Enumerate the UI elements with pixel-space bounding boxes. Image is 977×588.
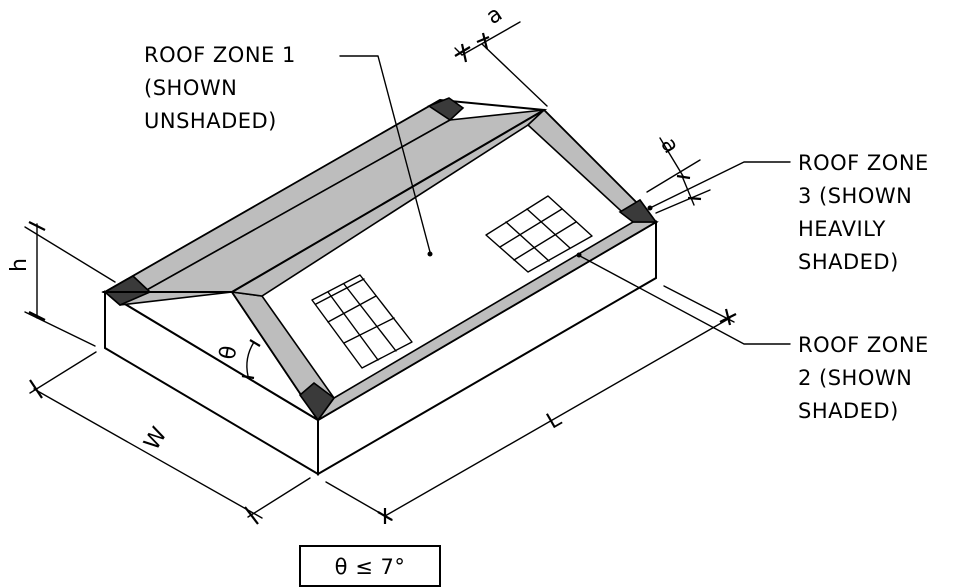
zone-1-line-3: UNSHADED) <box>144 109 277 133</box>
zone-3-line-2: 3 (SHOWN <box>798 184 912 208</box>
dimension-h: h <box>7 221 116 347</box>
zone-3-line-1: ROOF ZONE <box>798 151 929 175</box>
leader-zone-2 <box>576 252 791 345</box>
dim-label-l: L <box>543 406 567 434</box>
skylight-right <box>485 195 593 273</box>
zone-3-corner-top <box>427 97 465 122</box>
dim-label-a-top: a <box>482 2 507 30</box>
dim-label-theta: θ <box>215 344 242 362</box>
zone-3-corner-front <box>298 381 336 422</box>
zone-3-corner-right <box>618 198 658 223</box>
label-roof-zone-3: ROOF ZONE 3 (SHOWN HEAVILY SHADED) <box>798 151 929 274</box>
condition-text: θ ≤ 7° <box>335 555 406 579</box>
label-roof-zone-2: ROOF ZONE 2 (SHOWN SHADED) <box>798 333 929 423</box>
dimension-theta: θ <box>215 339 261 380</box>
leader-zone-1 <box>339 55 433 257</box>
zone-1-line-1: ROOF ZONE 1 <box>144 43 296 67</box>
dimension-a-top: a <box>454 2 548 107</box>
zone-2-line-3: SHADED) <box>798 399 899 423</box>
dim-label-w: W <box>140 423 173 455</box>
zone-3-line-3: HEAVILY <box>798 217 886 241</box>
condition-box: θ ≤ 7° <box>299 545 441 587</box>
zone-3-line-4: SHADED) <box>798 250 899 274</box>
leader-zone-3 <box>647 161 791 211</box>
zone-2-line-1: ROOF ZONE <box>798 333 929 357</box>
label-roof-zone-1: ROOF ZONE 1 (SHOWN UNSHADED) <box>144 43 296 133</box>
zone-1-line-2: (SHOWN <box>144 76 237 100</box>
zone-2-line-2: 2 (SHOWN <box>798 366 912 390</box>
skylight-left <box>311 274 413 369</box>
ridge-line <box>231 109 545 293</box>
dim-label-h: h <box>7 258 32 272</box>
dimension-a-side: a <box>646 134 711 214</box>
